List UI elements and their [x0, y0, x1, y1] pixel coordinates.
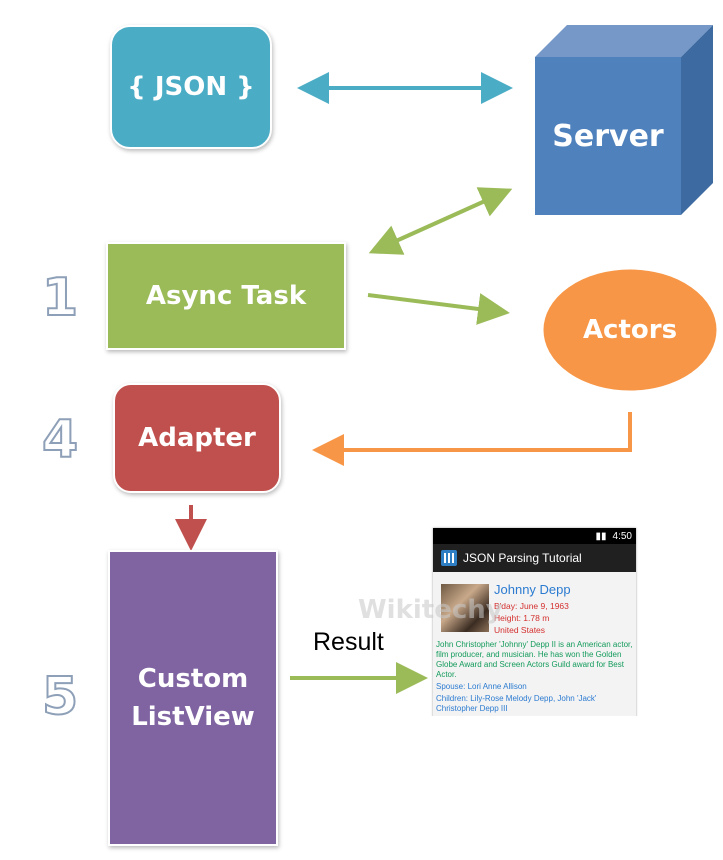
server-cube — [535, 25, 713, 215]
adapter-node-label: Adapter — [138, 423, 256, 453]
app-icon — [441, 550, 457, 566]
phone-action-bar: JSON Parsing Tutorial — [433, 544, 636, 572]
custom-listview-label-line2: ListView — [131, 702, 255, 732]
async-task-node: Async Task — [106, 242, 346, 350]
actor-children: Children: Lily-Rose Melody Depp, John 'J… — [436, 694, 597, 713]
arrow-async-actors — [367, 293, 510, 325]
actors-ellipse — [540, 266, 720, 394]
step-number-1: 1 — [41, 267, 79, 329]
status-time: 4:50 — [612, 530, 632, 542]
result-label: Result — [313, 628, 384, 656]
json-node: { JSON } — [110, 25, 272, 149]
actors-node-label: Actors — [582, 315, 678, 345]
actor-spouse: Spouse: Lori Anne Allison — [436, 682, 527, 691]
phone-status-bar: ▮▮ 4:50 — [433, 528, 636, 544]
actor-name: Johnny Depp — [494, 582, 571, 597]
actors-node: Actors — [542, 268, 718, 392]
json-node-label: { JSON } — [127, 72, 255, 102]
server-node-label: Server — [552, 118, 664, 154]
actor-photo — [441, 584, 489, 632]
arrow-server-async — [368, 187, 513, 255]
step-number-5: 5 — [41, 666, 79, 728]
phone-screenshot: ▮▮ 4:50 JSON Parsing Tutorial Johnny Dep… — [433, 528, 636, 718]
async-task-node-label: Async Task — [145, 281, 307, 311]
adapter-node: Adapter — [113, 383, 281, 493]
server-node: Server — [535, 57, 681, 215]
custom-listview-node: Custom ListView — [108, 550, 278, 846]
step-number-4: 4 — [41, 409, 79, 471]
signal-icon: ▮▮ — [595, 530, 607, 542]
arrow-actors-adapter — [312, 412, 632, 466]
app-title: JSON Parsing Tutorial — [463, 551, 582, 565]
custom-listview-label-line1: Custom — [137, 664, 249, 694]
actor-country: United States — [494, 625, 546, 635]
actor-birthday: B'day: June 9, 1963 — [494, 601, 569, 611]
watermark: Wikitechy — [358, 595, 503, 625]
actor-height: Height: 1.78 m — [494, 613, 550, 623]
actor-bio: John Christopher 'Johnny' Depp II is an … — [436, 640, 633, 679]
blank-area — [430, 716, 651, 860]
